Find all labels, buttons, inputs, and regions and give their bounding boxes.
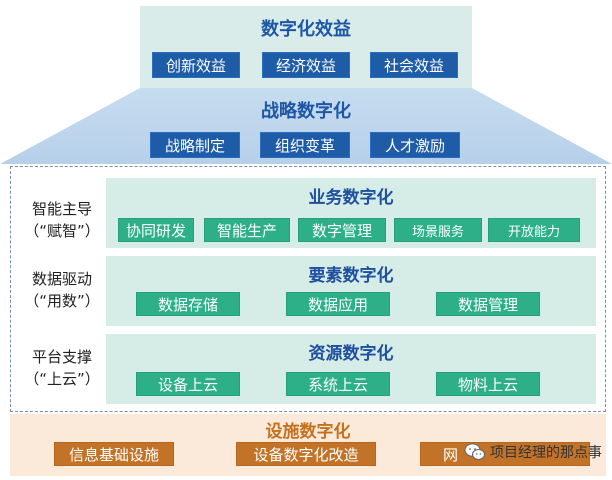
layers-frame (10, 166, 606, 412)
facilities-title: 设施数字化 (265, 421, 351, 442)
benefit-economic: 经济效益 (262, 52, 350, 78)
elements-item-management: 数据管理 (436, 292, 540, 316)
watermark: 项目经理的那点事 (464, 440, 612, 464)
resources-item-equipment: 设备上云 (136, 372, 240, 396)
layer-elements-label-line2: （“用数”） (24, 292, 100, 310)
watermark-text: 项目经理的那点事 (490, 445, 602, 461)
strategy-org-change: 组织变革 (260, 132, 350, 158)
wechat-icon (464, 443, 486, 461)
strategy-talent-incentive: 人才激励 (370, 132, 460, 158)
facilities-item-equipment-upgrade: 设备数字化改造 (236, 442, 376, 466)
business-item-rd: 协同研发 (118, 218, 194, 242)
benefits-title: 数字化效益 (261, 19, 351, 40)
layer-resources-side-label: 平台支撑 （“上云”） (14, 346, 110, 392)
layer-business-label-line2: （“赋智”） (24, 222, 100, 240)
business-item-open-capability: 开放能力 (488, 218, 580, 242)
strategy-formulation: 战略制定 (150, 132, 240, 158)
business-item-production: 智能生产 (204, 218, 290, 242)
resources-item-material: 物料上云 (436, 372, 540, 396)
facilities-item-network: 网 (420, 442, 590, 466)
facilities-item-infrastructure: 信息基础设施 (54, 442, 174, 466)
layer-elements-side-label: 数据驱动 （“用数”） (14, 268, 110, 314)
resources-item-system: 系统上云 (286, 372, 390, 396)
business-item-management: 数字管理 (298, 218, 386, 242)
layer-elements-title: 要素数字化 (308, 265, 394, 286)
layer-resources-title: 资源数字化 (308, 343, 394, 364)
layer-resources-label-line1: 平台支撑 (31, 348, 92, 366)
layer-business-side-label: 智能主导 （“赋智”） (14, 198, 110, 244)
elements-item-application: 数据应用 (286, 292, 390, 316)
benefit-social: 社会效益 (370, 52, 458, 78)
strategy-title: 战略数字化 (261, 101, 351, 122)
layer-elements-label-line1: 数据驱动 (31, 270, 92, 288)
layer-business-label-line1: 智能主导 (31, 200, 92, 218)
layer-business-title: 业务数字化 (308, 187, 394, 208)
business-item-service: 场景服务 (394, 218, 482, 242)
elements-item-storage: 数据存储 (136, 292, 240, 316)
layer-resources-label-line2: （“上云”） (24, 370, 100, 388)
benefit-innovation: 创新效益 (152, 52, 240, 78)
